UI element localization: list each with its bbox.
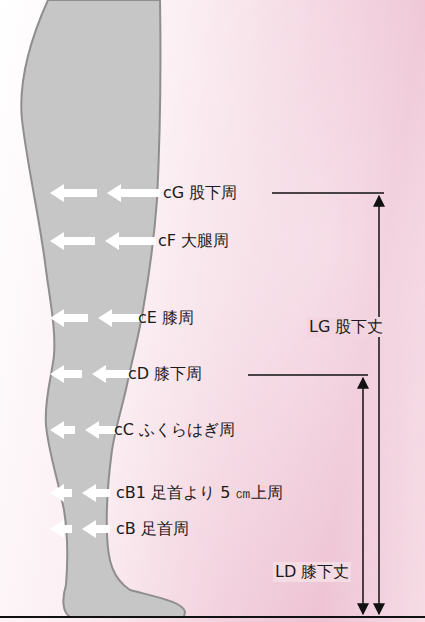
ankle-girth: cB 足首周 <box>116 519 189 538</box>
measure-arrow <box>50 520 72 538</box>
knee-girth: cE 膝周 <box>138 308 194 327</box>
measure-arrow <box>105 232 156 250</box>
measure-arrow <box>82 484 110 502</box>
ld-dimension-line <box>362 378 364 614</box>
calf-girth: cC ふくらはぎ周 <box>114 420 235 439</box>
measure-arrow <box>50 365 82 383</box>
crotch-girth: cG 股下周 <box>163 183 237 202</box>
measure-arrow <box>92 365 130 383</box>
lg-dimension-line <box>378 196 380 614</box>
measure-arrow <box>107 184 160 202</box>
measure-arrow <box>50 309 88 327</box>
measure-arrow <box>85 421 116 439</box>
thigh-girth: cF 大腿周 <box>158 231 229 250</box>
measure-arrow <box>50 421 75 439</box>
measure-arrow <box>50 184 97 202</box>
floor-line <box>0 616 425 618</box>
measure-arrow <box>50 484 72 502</box>
below-knee-length: LD 膝下丈 <box>273 562 351 581</box>
measure-arrow <box>50 232 95 250</box>
measure-arrow <box>98 309 142 327</box>
lg-top-line <box>272 192 384 194</box>
ld-top-line <box>248 374 368 376</box>
measure-arrow <box>82 520 110 538</box>
above-ankle-girth: cB1 足首より 5 ㎝上周 <box>116 483 283 502</box>
inseam-length: LG 股下丈 <box>307 317 385 336</box>
below-knee-girth: cD 膝下周 <box>128 364 202 383</box>
